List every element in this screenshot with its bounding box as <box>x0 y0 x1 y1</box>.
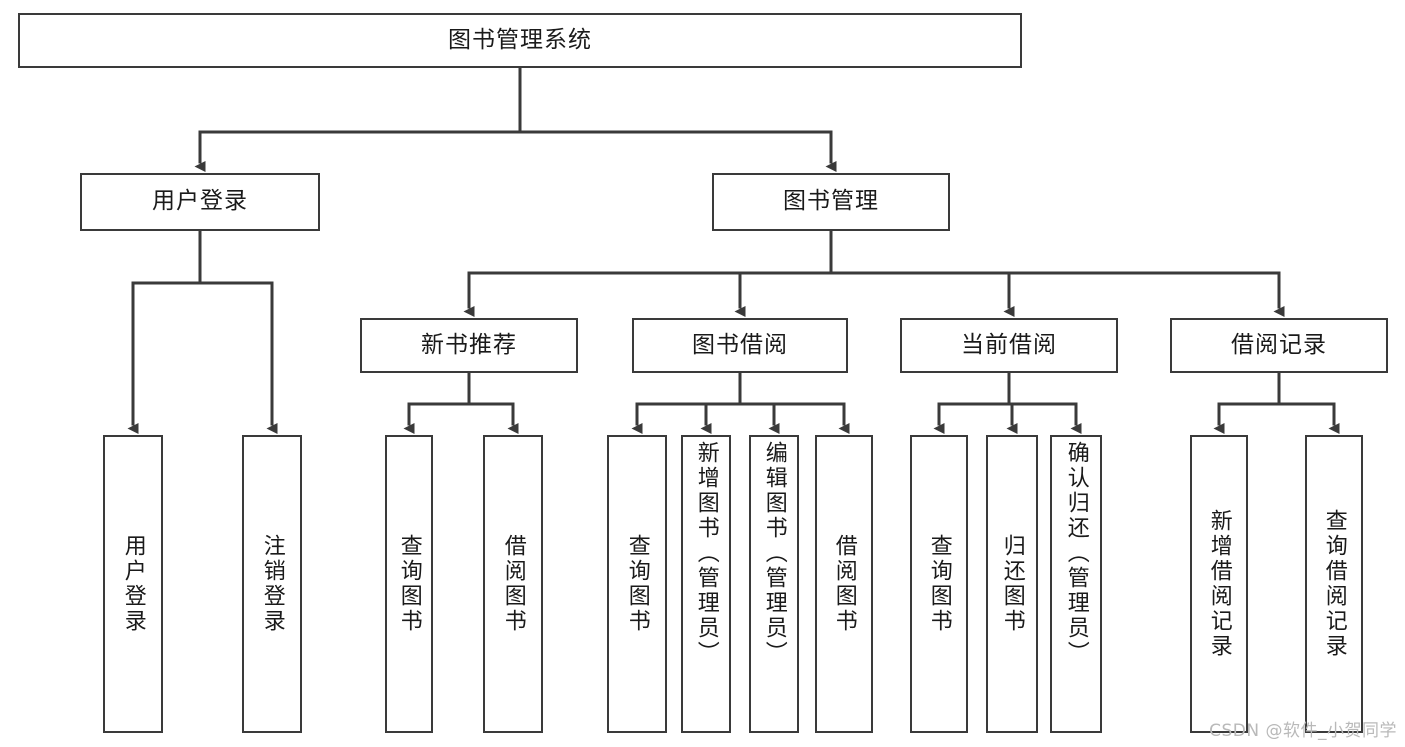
leaf-logout[interactable]: 注销登录 <box>242 435 302 733</box>
leaf-query-book-current[interactable]: 查询图书 <box>910 435 968 733</box>
leaf-borrow-book-recommend-label: 借阅图书 <box>500 534 526 634</box>
leaf-query-borrow-record-label: 查询借阅记录 <box>1321 509 1347 659</box>
node-user-login[interactable]: 用户登录 <box>80 173 320 231</box>
leaf-borrow-book[interactable]: 借阅图书 <box>815 435 873 733</box>
leaf-logout-label: 注销登录 <box>259 534 285 634</box>
node-borrow-records[interactable]: 借阅记录 <box>1170 318 1388 373</box>
leaf-query-book-recommend[interactable]: 查询图书 <box>385 435 433 733</box>
leaf-confirm-return-admin-label: 确认归还（管理员） <box>1063 441 1089 666</box>
leaf-query-book-borrow[interactable]: 查询图书 <box>607 435 667 733</box>
leaf-edit-book-admin-label: 编辑图书（管理员） <box>761 441 787 666</box>
node-new-book-recommend-label: 新书推荐 <box>421 331 517 358</box>
node-borrow-records-label: 借阅记录 <box>1231 331 1327 358</box>
leaf-user-login-label: 用户登录 <box>120 534 146 634</box>
leaf-query-book-recommend-label: 查询图书 <box>396 534 422 634</box>
node-book-borrow-label: 图书借阅 <box>692 331 788 358</box>
node-current-borrow[interactable]: 当前借阅 <box>900 318 1118 373</box>
node-current-borrow-label: 当前借阅 <box>961 331 1057 358</box>
leaf-query-book-borrow-label: 查询图书 <box>624 534 650 634</box>
leaf-query-book-current-label: 查询图书 <box>926 534 952 634</box>
node-root[interactable]: 图书管理系统 <box>18 13 1022 68</box>
watermark: CSDN @软件_小贺同学 <box>1209 721 1397 741</box>
leaf-return-book-label: 归还图书 <box>999 534 1025 634</box>
leaf-add-borrow-record[interactable]: 新增借阅记录 <box>1190 435 1248 733</box>
leaf-edit-book-admin[interactable]: 编辑图书（管理员） <box>749 435 799 733</box>
node-book-management-label: 图书管理 <box>783 188 879 215</box>
leaf-add-book-admin-label: 新增图书（管理员） <box>693 441 719 666</box>
leaf-user-login[interactable]: 用户登录 <box>103 435 163 733</box>
node-book-borrow[interactable]: 图书借阅 <box>632 318 848 373</box>
node-user-login-label: 用户登录 <box>152 188 248 215</box>
leaf-confirm-return-admin[interactable]: 确认归还（管理员） <box>1050 435 1102 733</box>
leaf-return-book[interactable]: 归还图书 <box>986 435 1038 733</box>
leaf-add-book-admin[interactable]: 新增图书（管理员） <box>681 435 731 733</box>
node-new-book-recommend[interactable]: 新书推荐 <box>360 318 578 373</box>
leaf-query-borrow-record[interactable]: 查询借阅记录 <box>1305 435 1363 733</box>
node-book-management[interactable]: 图书管理 <box>712 173 950 231</box>
leaf-add-borrow-record-label: 新增借阅记录 <box>1206 509 1232 659</box>
node-root-label: 图书管理系统 <box>448 26 592 53</box>
leaf-borrow-book-label: 借阅图书 <box>831 534 857 634</box>
leaf-borrow-book-recommend[interactable]: 借阅图书 <box>483 435 543 733</box>
